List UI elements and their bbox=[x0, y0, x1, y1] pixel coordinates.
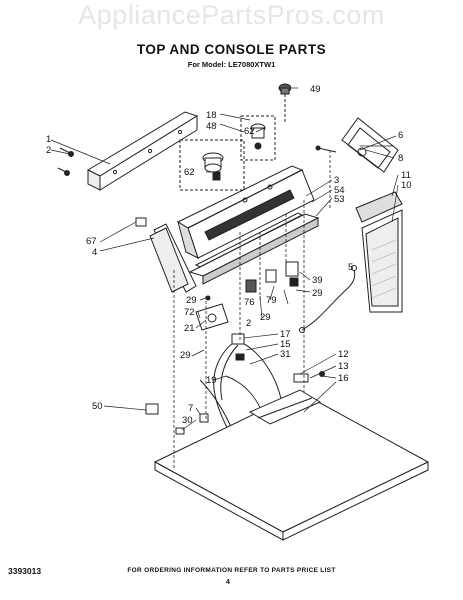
callout-2: 2 bbox=[46, 145, 51, 156]
end-cap-right bbox=[341, 117, 399, 173]
clip-67 bbox=[135, 217, 147, 227]
callout-49: 49 bbox=[310, 84, 321, 95]
push-button-49 bbox=[278, 83, 292, 124]
cabinet-top bbox=[153, 389, 430, 541]
callout-19: 19 bbox=[206, 375, 217, 386]
callout-7: 7 bbox=[188, 403, 193, 414]
callout-76: 76 bbox=[244, 297, 255, 308]
selector-knob bbox=[240, 115, 276, 161]
callout-12: 12 bbox=[338, 349, 349, 360]
callout-54: 54 bbox=[334, 185, 345, 196]
callout-31: 31 bbox=[280, 349, 291, 360]
callout-1: 1 bbox=[46, 134, 51, 145]
callout-29-right: 29 bbox=[312, 288, 323, 299]
callout-labels: 1 2 18 48 62 49 6 8 62 3 54 53 11 10 67 … bbox=[46, 84, 412, 426]
model-subtitle: For Model: LE7080XTW1 bbox=[187, 60, 276, 69]
callout-4: 4 bbox=[92, 247, 97, 258]
callout-5: 5 bbox=[348, 262, 353, 273]
callout-17: 17 bbox=[280, 329, 291, 340]
callout-18: 18 bbox=[206, 110, 217, 121]
callout-10: 10 bbox=[401, 180, 412, 191]
clip-50 bbox=[145, 403, 159, 415]
callout-50: 50 bbox=[92, 401, 103, 412]
callout-29-center: 29 bbox=[260, 312, 271, 323]
callout-16: 16 bbox=[338, 373, 349, 384]
callout-11: 11 bbox=[401, 170, 411, 181]
callout-13: 13 bbox=[338, 361, 349, 372]
lint-filter bbox=[355, 191, 403, 313]
diagram-title: TOP AND CONSOLE PARTS bbox=[136, 42, 327, 57]
rear-bracket bbox=[86, 111, 199, 191]
callout-53: 53 bbox=[334, 194, 345, 205]
page-number: 4 bbox=[226, 579, 230, 586]
callout-48: 48 bbox=[206, 121, 217, 132]
sensor-bracket bbox=[175, 413, 209, 435]
callout-39: 39 bbox=[312, 275, 323, 286]
screw-2 bbox=[57, 167, 70, 176]
callout-21: 21 bbox=[184, 323, 195, 334]
callout-15: 15 bbox=[280, 339, 291, 350]
document-number: 3393013 bbox=[8, 566, 42, 576]
callout-62-right: 62 bbox=[244, 126, 255, 137]
callout-72: 72 bbox=[184, 307, 195, 318]
callout-8: 8 bbox=[398, 153, 403, 164]
callout-3: 3 bbox=[334, 175, 339, 186]
timer-motor bbox=[195, 303, 229, 331]
callout-6: 6 bbox=[398, 130, 403, 141]
watermark: AppliancePartsPros.com bbox=[78, 0, 385, 30]
callout-29-lower: 29 bbox=[180, 350, 191, 361]
screw-1 bbox=[59, 147, 74, 157]
leader-lines bbox=[50, 87, 399, 431]
console-panel bbox=[176, 165, 315, 259]
callout-67: 67 bbox=[86, 236, 97, 247]
end-cap-left bbox=[149, 223, 197, 293]
timer-knob bbox=[179, 139, 245, 191]
wire-harness-5 bbox=[299, 265, 357, 333]
callout-2-center: 2 bbox=[246, 318, 251, 329]
callout-29-upper: 29 bbox=[186, 295, 197, 306]
callout-62-left: 62 bbox=[184, 167, 195, 178]
ordering-note: FOR ORDERING INFORMATION REFER TO PARTS … bbox=[127, 567, 336, 574]
screw-6 bbox=[315, 145, 337, 153]
callout-30: 30 bbox=[182, 415, 193, 426]
callout-79: 79 bbox=[266, 295, 277, 306]
